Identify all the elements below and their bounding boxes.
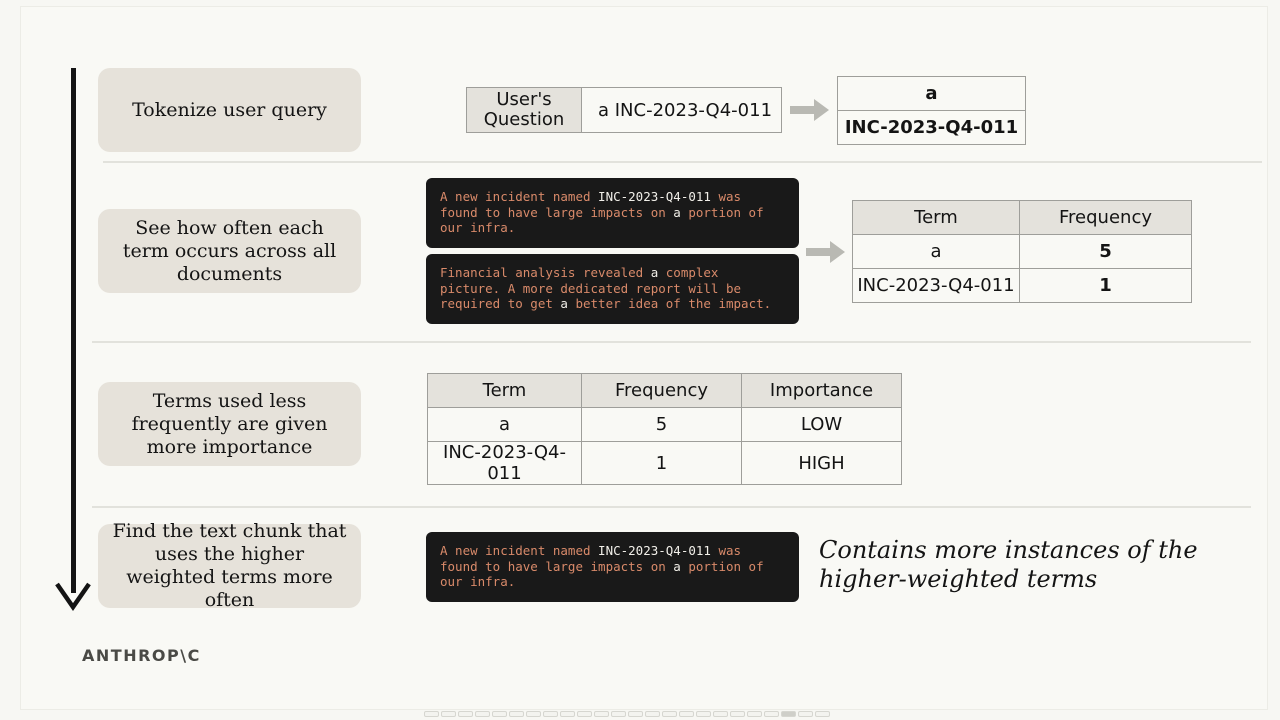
table-cell: HIGH xyxy=(741,441,902,485)
query-value: a INC-2023-Q4-011 xyxy=(581,87,782,133)
pager-dot[interactable] xyxy=(611,711,626,717)
query-term-highlight: a xyxy=(560,296,568,312)
query-table: User's Question a INC-2023-Q4-011 xyxy=(466,87,782,133)
pager-dot[interactable] xyxy=(815,711,830,717)
pager-dot[interactable] xyxy=(458,711,473,717)
flow-line xyxy=(71,68,76,593)
column-header: Term xyxy=(427,373,582,408)
step-importance: Terms used less frequently are given mor… xyxy=(98,382,361,466)
column-header: Frequency xyxy=(581,373,742,408)
flow-arrowhead-icon xyxy=(55,582,91,611)
table-cell: 5 xyxy=(1019,234,1192,269)
pager-dot[interactable] xyxy=(594,711,609,717)
tokens-table: a INC-2023-Q4-011 xyxy=(837,76,1026,145)
pager-dot[interactable] xyxy=(526,711,541,717)
table-cell: INC-2023-Q4-011 xyxy=(427,441,582,485)
chunk-text: portion of our infra. xyxy=(440,558,764,590)
pager-dot[interactable] xyxy=(798,711,813,717)
table-cell: 1 xyxy=(1019,268,1192,303)
pager-dot[interactable] xyxy=(781,711,796,717)
pager-dot[interactable] xyxy=(679,711,694,717)
pager-dot[interactable] xyxy=(747,711,762,717)
document-chunk: A new incident named INC-2023-Q4-011 was… xyxy=(426,178,799,248)
result-caption: Contains more instances of the higher-we… xyxy=(819,536,1198,593)
document-chunk: Financial analysis revealed a complex pi… xyxy=(426,254,799,324)
column-header: Frequency xyxy=(1019,200,1192,235)
frequency-table: Term Frequency a 5 INC-2023-Q4-011 1 xyxy=(852,200,1192,303)
step-term-frequency: See how often each term occurs across al… xyxy=(98,209,361,293)
pager-dot[interactable] xyxy=(577,711,592,717)
pager-dot[interactable] xyxy=(560,711,575,717)
pager-dot[interactable] xyxy=(509,711,524,717)
step-find-chunk: Find the text chunk that uses the higher… xyxy=(98,520,361,611)
table-cell: 5 xyxy=(581,407,742,442)
divider xyxy=(92,341,1251,343)
result-chunk: A new incident named INC-2023-Q4-011 was… xyxy=(426,532,799,602)
right-arrow-icon xyxy=(806,241,845,263)
token-cell: INC-2023-Q4-011 xyxy=(837,110,1026,145)
chunk-text: complex picture. A more dedicated report… xyxy=(440,265,742,312)
pager-dot[interactable] xyxy=(628,711,643,717)
pager-dot[interactable] xyxy=(645,711,660,717)
pager-dot[interactable] xyxy=(441,711,456,717)
anthropic-logo: ANTHROP\C xyxy=(82,646,201,665)
divider xyxy=(103,161,1262,163)
step-tokenize: Tokenize user query xyxy=(98,68,361,152)
column-header: Term xyxy=(852,200,1020,235)
query-term-highlight: INC-2023-Q4-011 xyxy=(598,543,711,558)
pager-dot[interactable] xyxy=(696,711,711,717)
pager-dot[interactable] xyxy=(730,711,745,717)
query-header: User's Question xyxy=(466,87,582,133)
pager-dot[interactable] xyxy=(713,711,728,717)
importance-table: Term Frequency Importance a 5 LOW INC-20… xyxy=(427,373,902,485)
table-cell: LOW xyxy=(741,407,902,442)
pager-dot[interactable] xyxy=(492,711,507,717)
slide-pager xyxy=(424,711,830,718)
pager-dot[interactable] xyxy=(662,711,677,717)
divider xyxy=(92,506,1251,508)
chunk-text: Financial analysis revealed xyxy=(440,265,651,280)
table-cell: 1 xyxy=(581,441,742,485)
query-term-highlight: a xyxy=(673,204,681,220)
chunk-text: A new incident named xyxy=(440,189,599,204)
query-term-highlight: INC-2023-Q4-011 xyxy=(598,189,711,204)
query-term-highlight: a xyxy=(673,558,681,574)
table-cell: a xyxy=(427,407,582,442)
table-cell: a xyxy=(852,234,1020,269)
query-term-highlight: a xyxy=(650,265,659,280)
chunk-text: better idea of the impact. xyxy=(567,296,772,312)
chunk-text: portion of our infra. xyxy=(440,204,764,236)
pager-dot[interactable] xyxy=(475,711,490,717)
right-arrow-icon xyxy=(790,99,829,121)
chunk-text: was found to have large impacts on xyxy=(440,543,742,574)
pager-dot[interactable] xyxy=(543,711,558,717)
pager-dot[interactable] xyxy=(424,711,439,717)
column-header: Importance xyxy=(741,373,902,408)
table-cell: INC-2023-Q4-011 xyxy=(852,268,1020,303)
chunk-text: A new incident named xyxy=(440,543,599,558)
pager-dot[interactable] xyxy=(764,711,779,717)
chunk-text: was found to have large impacts on xyxy=(440,189,742,220)
token-cell: a xyxy=(837,76,1026,111)
